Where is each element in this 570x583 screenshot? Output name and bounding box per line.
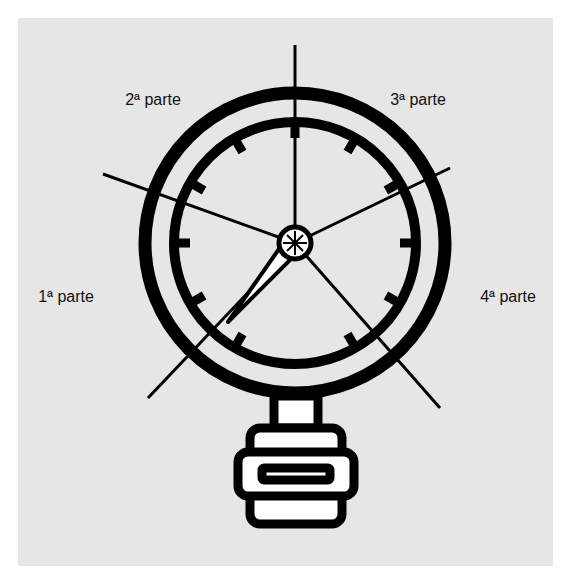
scale-ticks	[174, 122, 416, 348]
background	[18, 18, 553, 566]
hub-cross	[283, 231, 307, 255]
part-label: 4ª parte	[478, 288, 538, 306]
part-label: 1ª parte	[36, 288, 96, 306]
fitting	[238, 396, 354, 524]
dial-ring	[174, 122, 416, 364]
hub	[279, 227, 311, 259]
divider-lines	[103, 45, 450, 408]
part-label: 2ª parte	[123, 91, 183, 109]
outer-ring	[145, 93, 445, 393]
part-label: 3ª parte	[388, 91, 448, 109]
